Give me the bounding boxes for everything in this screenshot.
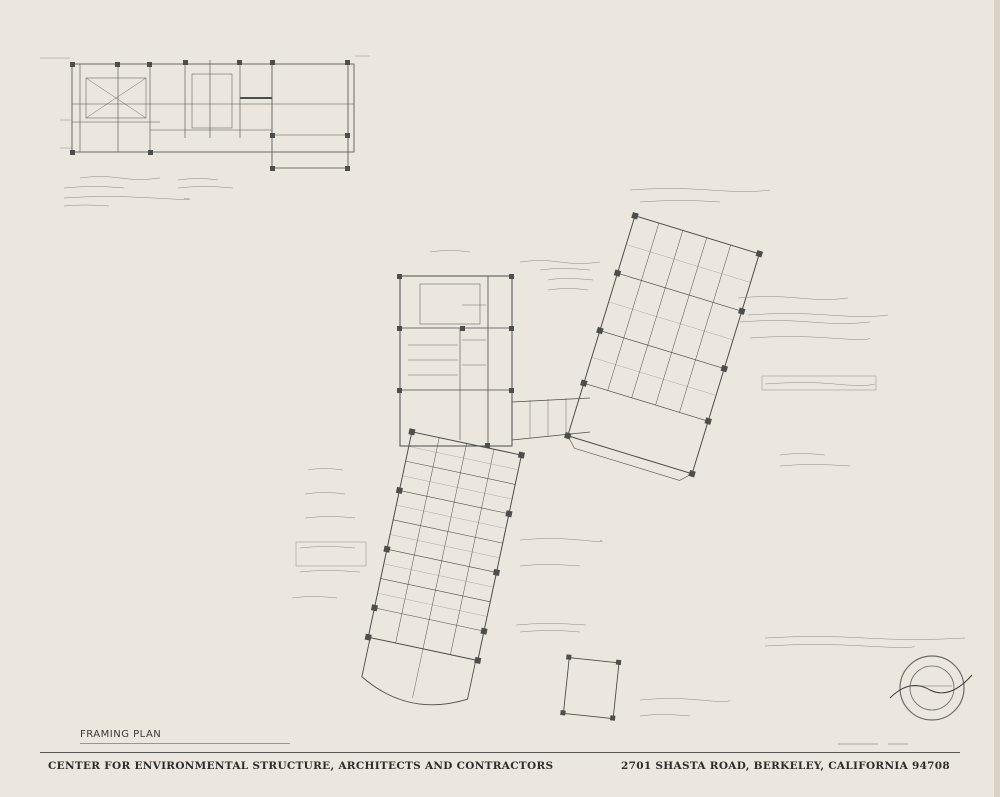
- drawing-title: FRAMING PLAN: [80, 729, 162, 740]
- detail-plan: [560, 654, 622, 721]
- key-plan: [40, 55, 370, 207]
- architect-seal-icon: [889, 655, 973, 721]
- firm-address: 2701 SHASTA ROAD, BERKELEY, CALIFORNIA 9…: [621, 760, 950, 772]
- south-wing-plan: [361, 428, 525, 706]
- east-wing-plan: [564, 212, 764, 481]
- sheet-edge: [994, 0, 1000, 797]
- central-wing-plan: [397, 274, 591, 448]
- handwritten-notes: [291, 188, 966, 745]
- title-block-rule: [40, 752, 960, 753]
- title-underline: [80, 743, 290, 744]
- firm-name: CENTER FOR ENVIRONMENTAL STRUCTURE, ARCH…: [48, 760, 554, 772]
